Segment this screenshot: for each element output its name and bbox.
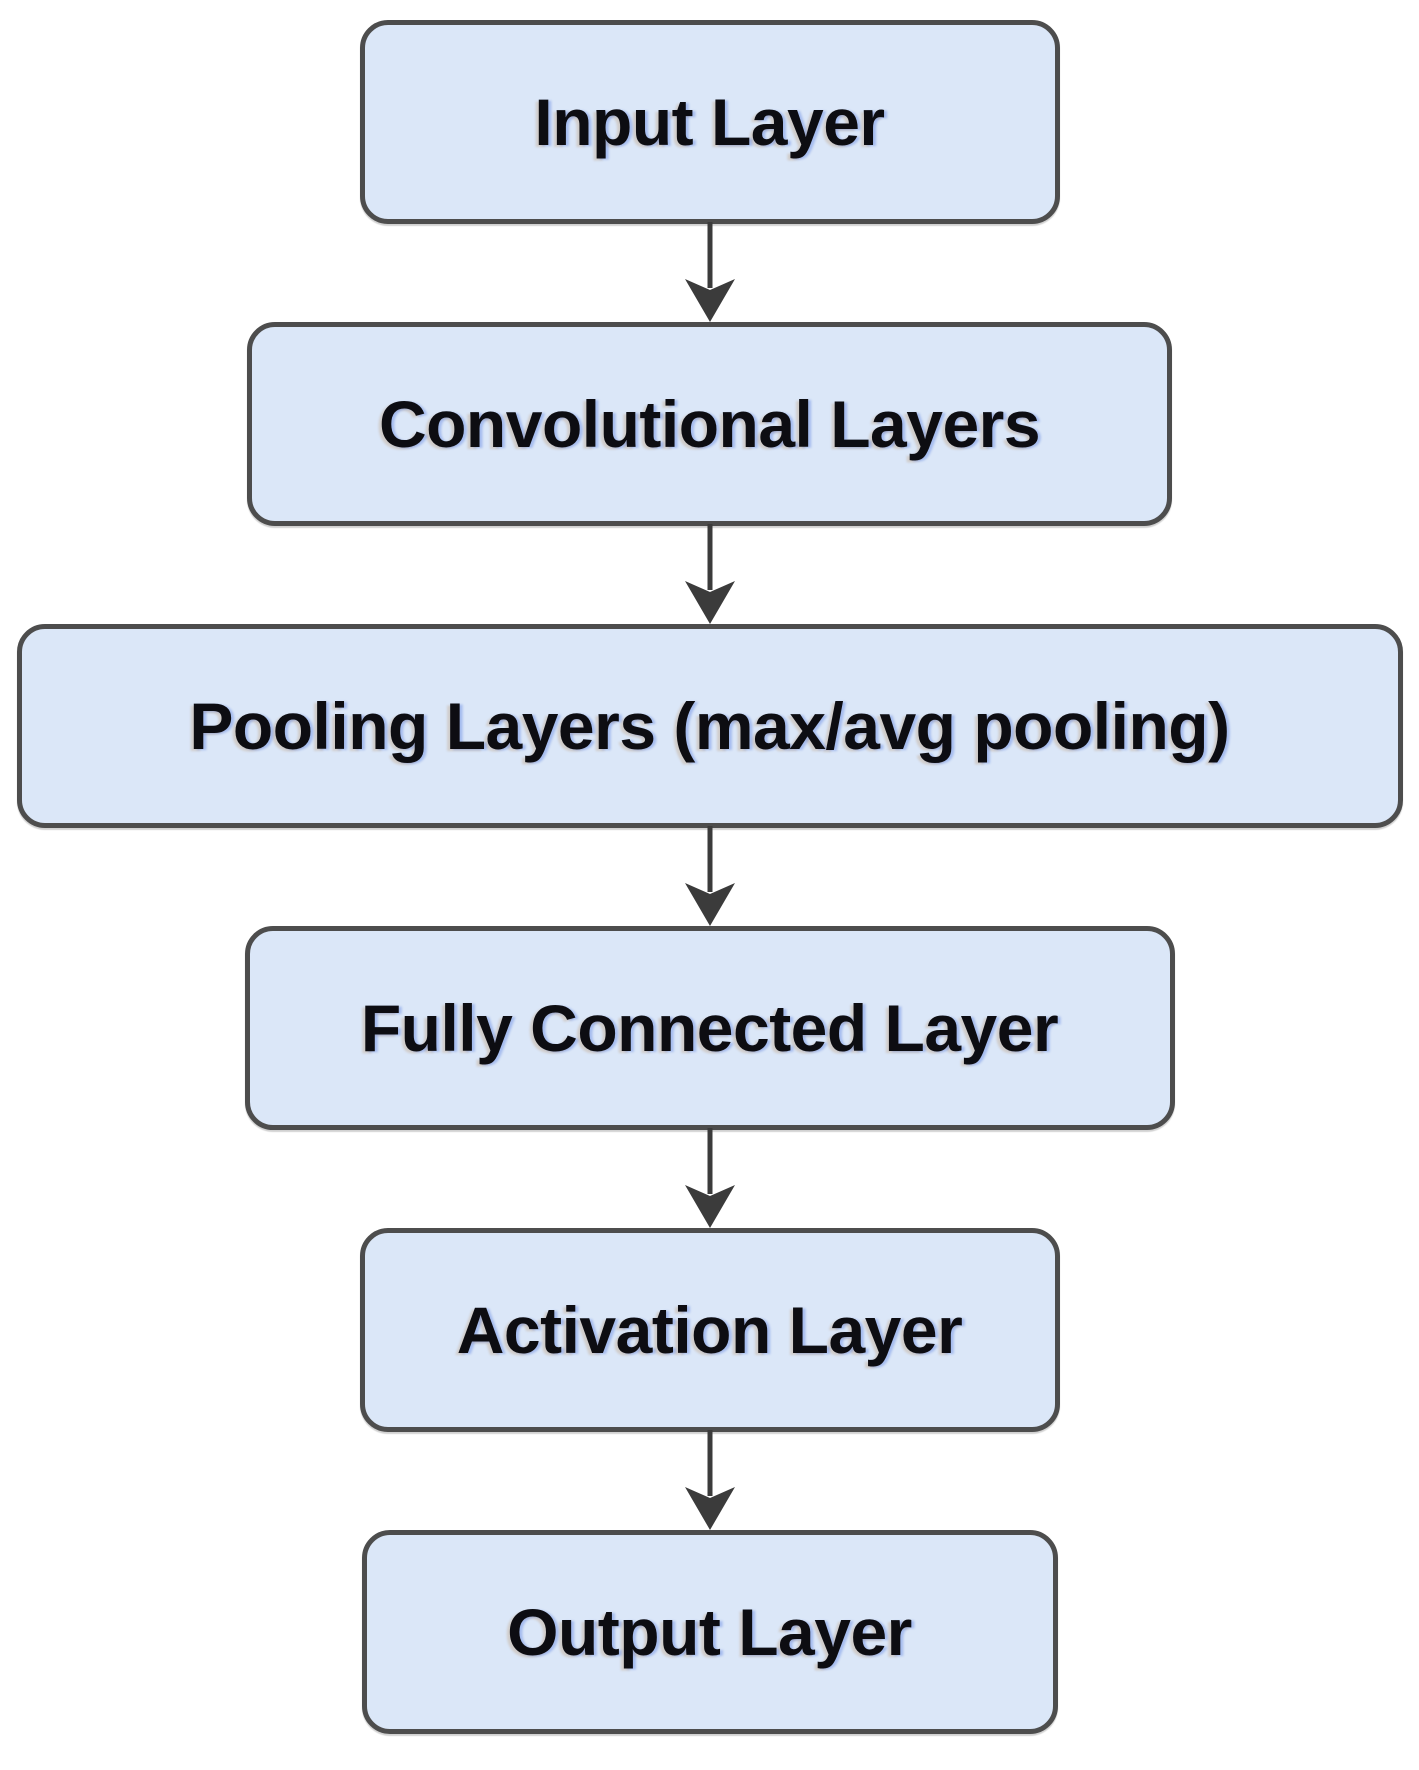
arrow-input-to-convolutional-icon: [684, 222, 735, 322]
flow-node-fully-connected-layer: Fully Connected Layer: [244, 926, 1175, 1130]
arrow-activation-to-output-icon: [684, 1430, 735, 1530]
node-label-convolutional-layers: Convolutional Layers: [378, 387, 1041, 461]
flow-node-activation-layer: Activation Layer: [359, 1228, 1060, 1432]
flow-node-output-layer: Output Layer: [361, 1530, 1058, 1734]
node-label-input-layer: Input Layer: [534, 85, 885, 159]
flow-node-convolutional-layers: Convolutional Layers: [247, 322, 1172, 526]
arrow-fully-connected-to-activation-icon: [684, 1128, 735, 1228]
node-label-pooling-layers: Pooling Layers (max/avg pooling): [189, 689, 1230, 763]
arrow-pooling-to-fully-connected-icon: [684, 826, 735, 926]
node-label-output-layer: Output Layer: [507, 1595, 912, 1669]
flow-node-input-layer: Input Layer: [359, 20, 1060, 224]
node-label-activation-layer: Activation Layer: [456, 1293, 963, 1367]
flow-node-pooling-layers: Pooling Layers (max/avg pooling): [16, 624, 1403, 828]
arrow-convolutional-to-pooling-icon: [684, 524, 735, 624]
node-label-fully-connected-layer: Fully Connected Layer: [360, 991, 1059, 1065]
